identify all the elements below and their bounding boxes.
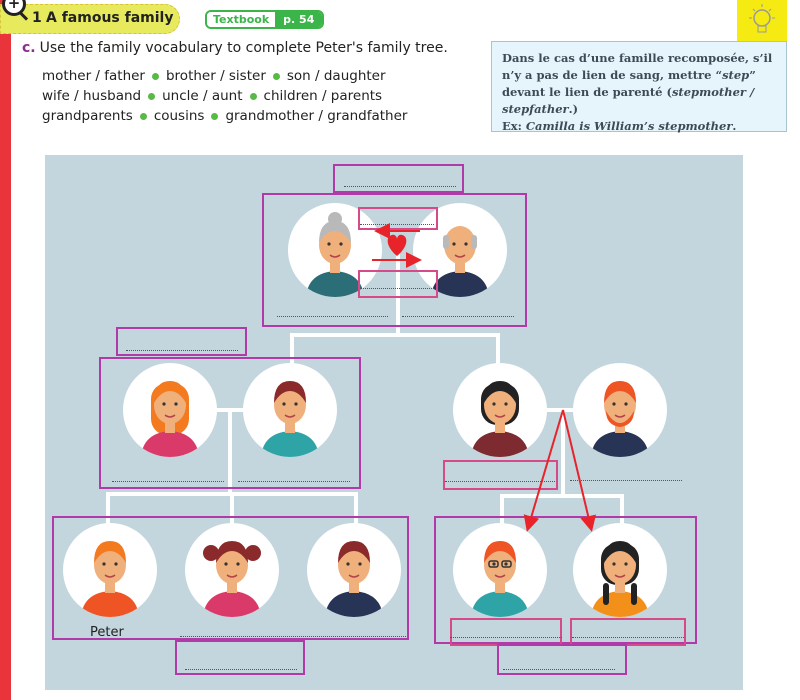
vocab-item: grandparents: [42, 108, 133, 124]
answer-box-half-sister[interactable]: [570, 618, 686, 646]
blank-line[interactable]: [360, 224, 434, 225]
blank-line[interactable]: [126, 350, 238, 351]
instruction-letter: c.: [22, 40, 36, 56]
group-siblings: [52, 516, 409, 640]
avatar-grandfather: [413, 203, 507, 297]
info-text: Dans le cas d’une famille recomposée, s’…: [502, 51, 773, 82]
bullet-icon: [139, 112, 147, 120]
avatar-aunt: [123, 363, 217, 457]
info-box: Dans le cas d’une famille recomposée, s’…: [491, 41, 787, 133]
section-title: A famous family: [46, 10, 174, 26]
bullet-icon: [249, 92, 257, 100]
blank-line[interactable]: [180, 636, 406, 637]
blank-line[interactable]: [344, 186, 456, 187]
connector-line: [106, 492, 110, 527]
vocab-line: mother / father brother / sister son / dau…: [42, 68, 386, 84]
avatar-sister: [185, 523, 279, 617]
section-title-pill: [0, 4, 180, 34]
blank-line[interactable]: [277, 316, 388, 317]
answer-box-left-couple[interactable]: [116, 327, 247, 356]
peter-label: Peter: [90, 625, 124, 640]
textbook-badge[interactable]: Textbook p. 54: [205, 10, 325, 29]
answer-box-wife[interactable]: [358, 207, 438, 230]
instruction-text: Use the family vocabulary to complete Pe…: [39, 40, 448, 56]
info-example: Camilla is William’s stepmother: [525, 119, 733, 133]
blank-line[interactable]: [572, 637, 684, 638]
blank-line[interactable]: [238, 481, 350, 482]
info-ex-label: Ex:: [502, 119, 526, 133]
bullet-icon: [151, 72, 159, 80]
section-number: 1: [32, 10, 42, 26]
page-margin-bar: [0, 0, 11, 700]
bullet-icon: [148, 92, 156, 100]
answer-box-mother[interactable]: [443, 460, 558, 490]
bullet-icon: [272, 72, 280, 80]
answer-box-siblings[interactable]: [175, 640, 305, 675]
connector-line: [561, 408, 565, 496]
info-step: step: [722, 68, 750, 82]
blank-line[interactable]: [185, 669, 297, 670]
bullet-icon: [211, 112, 219, 120]
connector-line: [496, 333, 500, 365]
connector-line: [228, 408, 232, 494]
connector-line: [354, 492, 358, 527]
avatar-peter: [63, 523, 157, 617]
vocab-item: wife / husband: [42, 88, 142, 104]
answer-box-half-brother[interactable]: [450, 618, 562, 646]
blank-line[interactable]: [445, 481, 555, 482]
textbook-page: p. 54: [275, 12, 323, 27]
blank-line[interactable]: [503, 669, 615, 670]
answer-box-husband[interactable]: [358, 270, 438, 298]
lightbulb-icon: [737, 0, 787, 42]
connector-line: [290, 333, 500, 337]
blank-line[interactable]: [450, 637, 562, 638]
info-end: .: [732, 119, 737, 133]
vocab-item: mother / father: [42, 68, 145, 84]
avatar-uncle: [243, 363, 337, 457]
info-text-2: ” devant le lien de parenté (: [502, 68, 756, 99]
avatar-mother: [453, 363, 547, 457]
info-text-3: .): [568, 102, 579, 116]
textbook-label: Textbook: [207, 12, 276, 27]
connector-line: [230, 492, 234, 527]
blank-line[interactable]: [402, 316, 514, 317]
avatar-half-sister: [573, 523, 667, 617]
connector-line: [500, 494, 624, 498]
vocab-item: children / parents: [263, 88, 383, 104]
vocab-line: wife / husband uncle / aunt children / par…: [42, 88, 382, 104]
avatar-grandmother: [288, 203, 382, 297]
blank-line[interactable]: [360, 288, 434, 289]
answer-box-grandparents[interactable]: [333, 164, 464, 193]
vocab-line: grandparents cousins grandmother / grandfa…: [42, 108, 407, 124]
connector-line: [290, 333, 294, 365]
avatar-stepfather: [573, 363, 667, 457]
connector-line: [620, 494, 624, 527]
connector-line: [500, 494, 504, 527]
vocab-item: cousins: [153, 108, 205, 124]
vocab-item: uncle / aunt: [162, 88, 243, 104]
group-grandparents: [262, 193, 527, 327]
answer-box-half-siblings[interactable]: [497, 644, 627, 675]
instruction: c.Use the family vocabulary to complete …: [22, 40, 448, 56]
avatar-brother: [307, 523, 401, 617]
blank-line[interactable]: [570, 480, 682, 481]
avatar-half-brother: [453, 523, 547, 617]
vocab-item: grandmother / grandfather: [225, 108, 408, 124]
group-aunt-uncle: [99, 357, 361, 489]
vocab-item: son / daughter: [286, 68, 386, 84]
blank-line[interactable]: [112, 481, 224, 482]
vocab-item: brother / sister: [165, 68, 266, 84]
info-terms: stepmother / stepfather: [502, 85, 755, 116]
